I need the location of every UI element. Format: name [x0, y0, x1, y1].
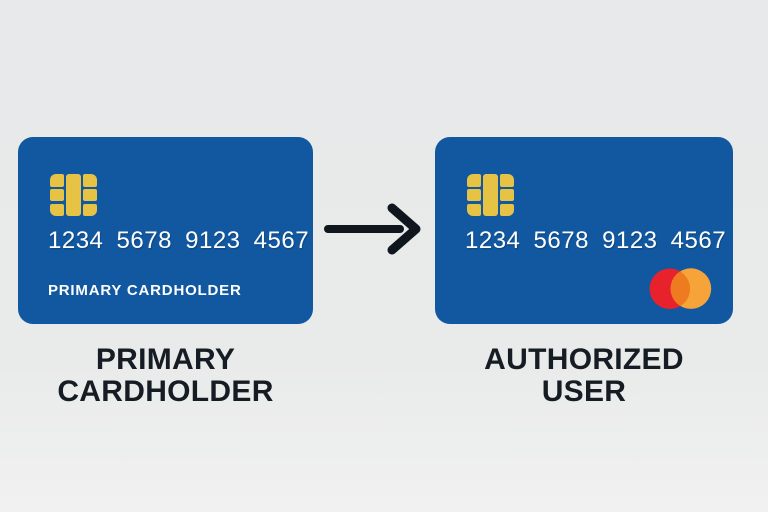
chip-segment — [83, 189, 97, 201]
mastercard-logo-icon — [649, 268, 712, 310]
chip-segment — [83, 174, 97, 187]
chip-segment — [467, 203, 481, 216]
cardholder-name: PRIMARY CARDHOLDER — [48, 282, 242, 299]
primary-cardholder-label: PRIMARY CARDHOLDER — [18, 344, 313, 408]
chip-segment — [66, 174, 81, 216]
emv-chip-icon — [50, 174, 99, 217]
chip-segment — [50, 203, 64, 216]
chip-segment — [467, 189, 481, 201]
caption-line: PRIMARY — [95, 343, 236, 376]
card-number: 1234 5678 9123 4567 — [465, 227, 727, 254]
chip-segment — [500, 174, 514, 187]
authorized-user-label: AUTHORIZED USER — [435, 344, 733, 408]
chip-segment — [467, 174, 481, 187]
chip-segment — [500, 189, 514, 201]
chip-segment — [483, 174, 498, 216]
card-number: 1234 5678 9123 4567 — [48, 227, 310, 254]
caption-line: AUTHORIZED — [484, 343, 684, 376]
arrow-right-icon — [324, 203, 421, 255]
primary-card: 1234 5678 9123 4567 PRIMARY CARDHOLDER — [18, 137, 313, 324]
caption-line: CARDHOLDER — [57, 375, 274, 408]
chip-segment — [83, 203, 97, 216]
emv-chip-icon — [467, 174, 516, 217]
authorized-user-card: 1234 5678 9123 4567 — [435, 137, 733, 324]
caption-line: USER — [541, 375, 627, 408]
chip-segment — [50, 174, 64, 187]
chip-segment — [50, 189, 64, 201]
chip-segment — [500, 203, 514, 216]
